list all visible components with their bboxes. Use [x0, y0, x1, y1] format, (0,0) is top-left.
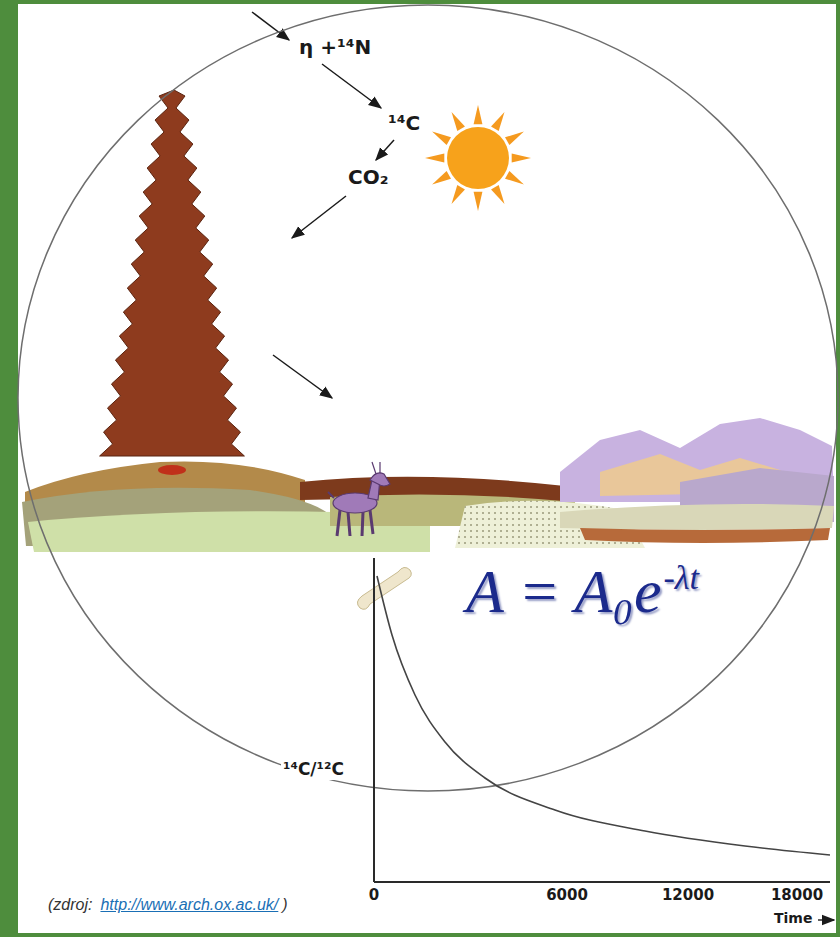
- source-link: http://www.arch.ox.ac.uk/: [98, 896, 280, 914]
- isotope-label: ¹⁴C: [386, 112, 422, 135]
- formula-box: A = A₀e-λt: [452, 554, 713, 633]
- formula-exponent: -λt: [663, 558, 699, 597]
- sun-ray: [425, 154, 444, 163]
- goat-leg: [337, 510, 340, 536]
- sun-ray: [505, 132, 524, 145]
- sun-ray: [491, 185, 504, 204]
- goat-leg: [370, 510, 373, 534]
- arrow: [322, 64, 381, 108]
- sun-ray: [512, 154, 531, 163]
- x-axis: [374, 881, 830, 883]
- time-arrow: [818, 919, 834, 921]
- molecule-label: CO₂: [346, 166, 390, 189]
- tick-label: 12000: [660, 887, 716, 904]
- tick-label: 18000: [769, 887, 825, 904]
- goat: [328, 462, 390, 536]
- reaction-label: η +¹⁴N: [297, 36, 373, 59]
- goat-head: [370, 473, 390, 486]
- tick-label: 6000: [544, 887, 590, 904]
- axis-title: ¹⁴C/¹²C: [281, 760, 346, 780]
- arrow: [376, 140, 394, 160]
- source-note: ): [280, 896, 289, 914]
- arrow: [292, 196, 346, 238]
- goat-tail: [328, 492, 334, 498]
- goat-leg: [362, 512, 363, 536]
- field: [560, 504, 834, 530]
- cycle-arrows: [252, 12, 394, 398]
- tree: [100, 90, 245, 475]
- ridge: [580, 528, 830, 543]
- goat-leg: [348, 512, 350, 536]
- sun: [425, 105, 531, 211]
- y-axis: [373, 558, 375, 882]
- sun-disc: [447, 127, 509, 189]
- axis-title: Time: [772, 910, 814, 926]
- formula-text: A = A₀e: [466, 556, 661, 627]
- sun-ray: [505, 171, 524, 184]
- white-panel: [18, 4, 836, 933]
- source-note: (zdroj:: [46, 896, 94, 914]
- tree-crown: [100, 90, 245, 456]
- tick-label: 0: [367, 887, 381, 904]
- sun-ray: [474, 192, 483, 211]
- sun-ray: [491, 112, 504, 131]
- tree-trunk: [158, 465, 186, 475]
- goat-horn: [372, 462, 380, 474]
- sun-ray: [452, 112, 465, 131]
- sun-ray: [432, 132, 451, 145]
- sun-ray: [474, 105, 483, 124]
- world-circle: [18, 5, 838, 791]
- sun-ray: [452, 185, 465, 204]
- sun-ray: [432, 171, 451, 184]
- arrow: [273, 355, 332, 398]
